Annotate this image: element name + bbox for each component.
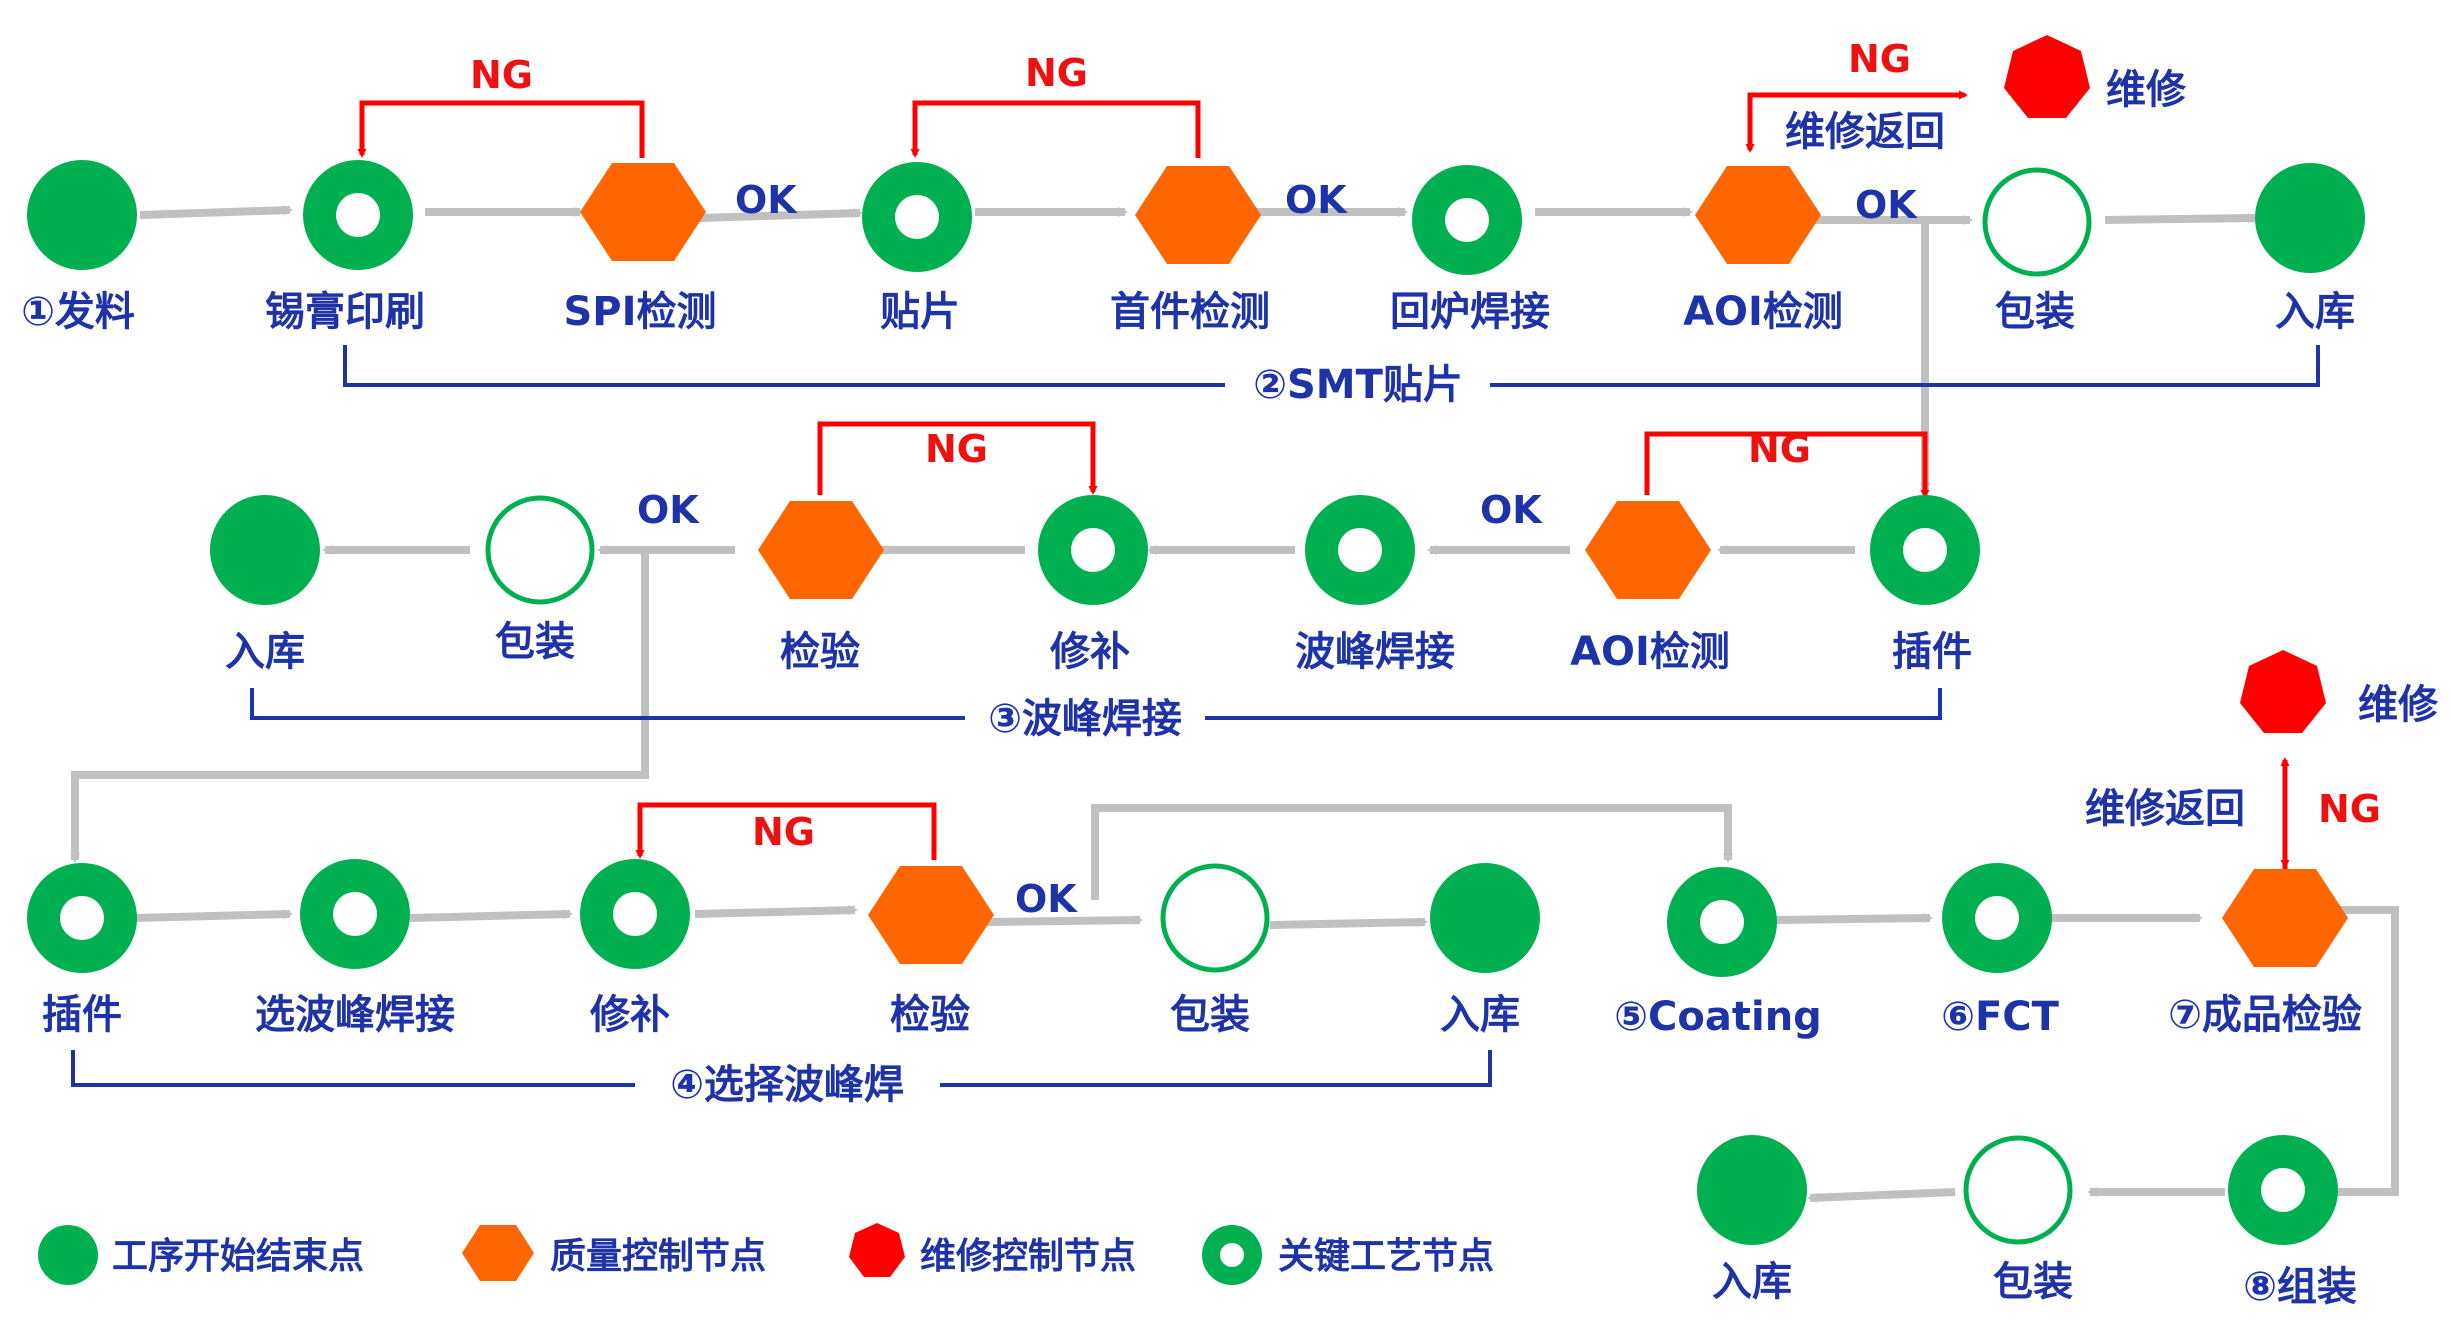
legend-repair-label: 维修控制节点 xyxy=(920,1236,1136,1277)
repair-node-1 xyxy=(2004,35,2090,118)
section-brackets xyxy=(71,345,2320,1087)
legend-quality-label: 质量控制节点 xyxy=(550,1236,766,1277)
legend-key-icon xyxy=(1202,1225,1262,1285)
repair-return-label-2: 维修返回 xyxy=(2085,786,2245,832)
label-material: ①发料 xyxy=(21,289,135,335)
label-inspect-2: 检验 xyxy=(890,992,970,1038)
label-first-article: 首件检测 xyxy=(1110,289,1270,335)
label-fct: ⑥FCT xyxy=(1941,994,2060,1040)
key-node-insert-1 xyxy=(1870,495,1980,605)
label-aoi-1: AOI检测 xyxy=(1683,289,1843,335)
end-node-store-1 xyxy=(2255,163,2365,273)
label-insert-1: 插件 xyxy=(1892,629,1972,675)
pack-node-4 xyxy=(1963,1135,2073,1245)
label-store-2: 入库 xyxy=(225,629,305,675)
ng-label-final: NG xyxy=(2318,787,2381,831)
label-store-1: 入库 xyxy=(2275,289,2355,335)
key-node-paste-print xyxy=(303,160,413,270)
label-selective-wave: 选波峰焊接 xyxy=(255,992,455,1038)
label-touchup-2: 修补 xyxy=(590,992,670,1038)
ok-label-spi: OK xyxy=(735,178,798,222)
key-node-assembly xyxy=(2228,1135,2338,1245)
label-assembly: ⑧组装 xyxy=(2243,1264,2357,1310)
ng-arrows xyxy=(357,90,2290,870)
quality-node-first-article xyxy=(1135,166,1261,264)
ok-label-first-article: OK xyxy=(1285,178,1348,222)
section-title-smt: ②SMT贴片 xyxy=(1253,362,1463,408)
legend-start-end-label: 工序开始结束点 xyxy=(112,1236,364,1277)
quality-node-aoi-1 xyxy=(1695,166,1821,264)
ok-label-aoi-2: OK xyxy=(1480,488,1543,532)
ng-label-first-article: NG xyxy=(1025,51,1088,95)
ng-label-aoi-2: NG xyxy=(1748,427,1811,471)
key-node-fct xyxy=(1942,863,2052,973)
ng-label-spi: NG xyxy=(470,53,533,97)
key-node-placement xyxy=(862,162,972,272)
repair-node-2 xyxy=(2240,650,2326,733)
repair-label-1: 维修 xyxy=(2106,67,2187,113)
label-spi: SPI检测 xyxy=(563,289,716,335)
quality-node-spi xyxy=(580,163,706,261)
label-pack-4: 包装 xyxy=(1993,1259,2073,1305)
ng-label-aoi-1: NG xyxy=(1848,37,1911,81)
section-title-selective: ④选择波峰焊 xyxy=(670,1062,904,1108)
repair-return-label-1: 维修返回 xyxy=(1785,109,1945,155)
key-node-coating xyxy=(1667,867,1777,977)
key-node-insert-2 xyxy=(27,863,137,973)
legend-quality-icon xyxy=(462,1225,534,1281)
key-node-wave-solder xyxy=(1305,495,1415,605)
section-title-wave: ③波峰焊接 xyxy=(988,696,1182,742)
key-node-touchup-2 xyxy=(580,859,690,969)
legend-start-end-icon xyxy=(38,1225,98,1285)
label-touchup-1: 修补 xyxy=(1050,629,1130,675)
ok-label-inspect-2: OK xyxy=(1015,877,1078,921)
label-coating: ⑤Coating xyxy=(1614,994,1822,1040)
ng-label-inspect-1: NG xyxy=(925,427,988,471)
label-placement: 贴片 xyxy=(880,289,960,335)
label-insert-2: 插件 xyxy=(42,992,122,1038)
flow-arrows xyxy=(70,205,2399,1203)
label-paste-print: 锡膏印刷 xyxy=(265,289,425,335)
label-pack-1: 包装 xyxy=(1995,289,2075,335)
ok-label-aoi-1: OK xyxy=(1855,183,1918,227)
label-final-inspect: ⑦成品检验 xyxy=(2168,992,2362,1038)
ng-label-inspect-2: NG xyxy=(752,810,815,854)
legend: 工序开始结束点 质量控制节点 维修控制节点 关键工艺节点 xyxy=(38,1223,1494,1285)
legend-key-label: 关键工艺节点 xyxy=(1278,1236,1494,1277)
quality-node-aoi-2 xyxy=(1585,501,1711,599)
key-node-selective-wave xyxy=(300,859,410,969)
end-node-store-2 xyxy=(210,495,320,605)
end-node-store-3 xyxy=(1430,863,1540,973)
label-pack-2: 包装 xyxy=(495,619,575,665)
repair-label-2: 维修 xyxy=(2358,682,2439,728)
key-node-reflow xyxy=(1412,165,1522,275)
label-inspect-1: 检验 xyxy=(780,629,860,675)
label-reflow: 回炉焊接 xyxy=(1390,289,1550,335)
label-store-4: 入库 xyxy=(1712,1259,1792,1305)
end-node-store-4 xyxy=(1697,1135,1807,1245)
pack-node-2 xyxy=(485,495,595,605)
quality-node-inspect-2 xyxy=(868,866,994,964)
label-store-3: 入库 xyxy=(1440,992,1520,1038)
quality-node-inspect-1 xyxy=(758,501,884,599)
legend-repair-icon xyxy=(849,1223,905,1277)
label-wave-solder: 波峰焊接 xyxy=(1295,629,1455,675)
pack-node-1 xyxy=(1982,167,2092,277)
label-pack-3: 包装 xyxy=(1170,992,1250,1038)
label-aoi-2: AOI检测 xyxy=(1570,629,1730,675)
ok-label-inspect-1: OK xyxy=(637,488,700,532)
key-node-touchup-1 xyxy=(1038,495,1148,605)
quality-node-final xyxy=(2222,869,2348,967)
start-node-material xyxy=(27,160,137,270)
pack-node-3 xyxy=(1160,863,1270,973)
